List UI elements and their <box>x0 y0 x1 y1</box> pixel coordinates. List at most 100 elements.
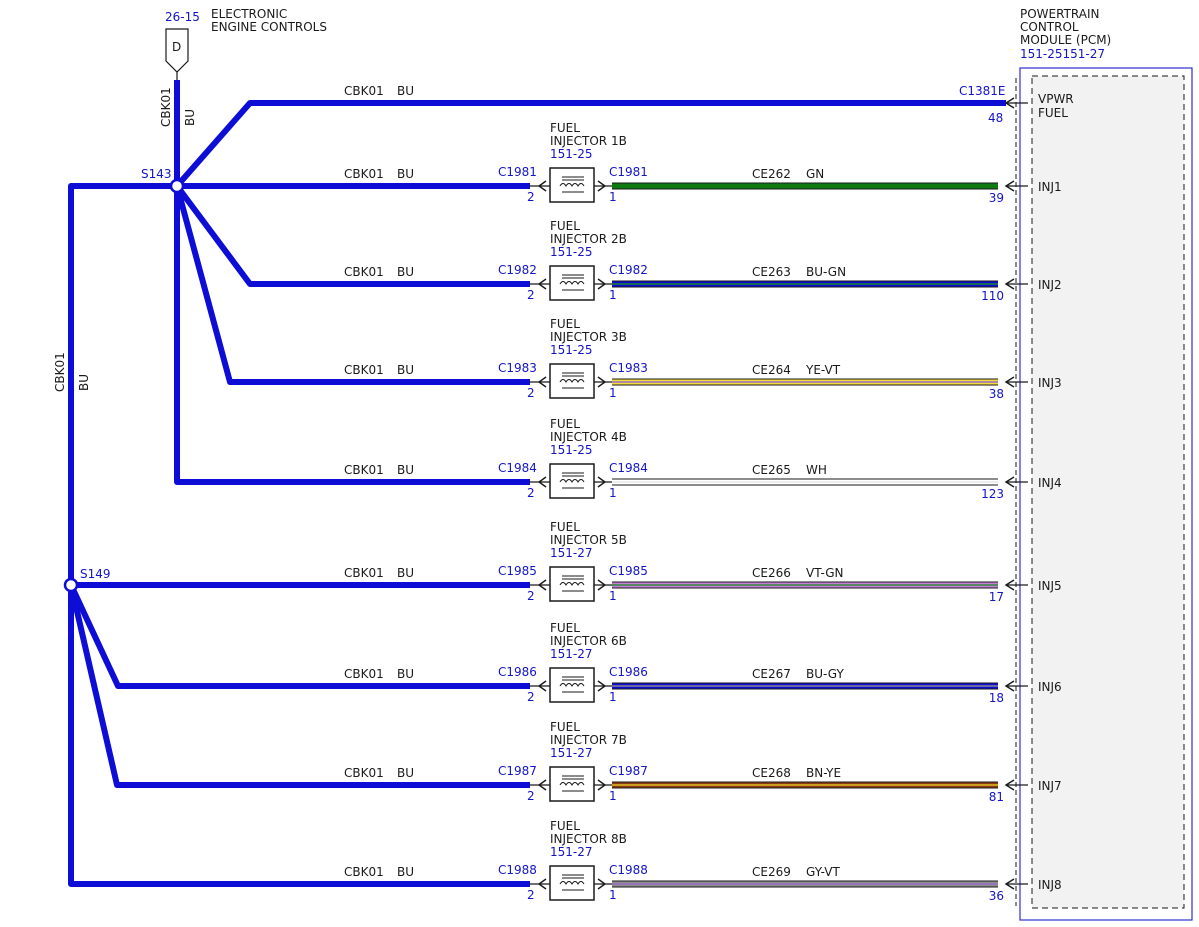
pcm-title-line3: MODULE (PCM) <box>1020 33 1111 47</box>
injector-6-ref[interactable]: 151-27 <box>550 647 593 661</box>
injector-5-signal-circuit: CE266 <box>752 566 791 580</box>
injector-5-name-line1: FUEL <box>550 520 580 534</box>
injector-1-connector-in[interactable]: C1981 <box>498 165 537 179</box>
injector-1-pcm-label: INJ1 <box>1038 180 1062 194</box>
injector-1-body[interactable] <box>549 167 595 203</box>
injector-2-body[interactable] <box>549 265 595 301</box>
injector-7-feed-circuit: CBK01 <box>344 766 384 780</box>
injector-3-name-line1: FUEL <box>550 317 580 331</box>
injector-7-pcm-label: INJ7 <box>1038 779 1062 793</box>
injector-3-ref[interactable]: 151-25 <box>550 343 593 357</box>
injector-8-pin-out: 1 <box>609 888 617 902</box>
source-ref[interactable]: 26-15 <box>165 10 200 24</box>
injector-3-pcm-pin: 38 <box>989 387 1004 401</box>
coil-winding <box>559 479 585 483</box>
injector-4-connector-in[interactable]: C1984 <box>498 461 537 475</box>
injector-5-pcm-label: INJ5 <box>1038 579 1062 593</box>
injector-3-signal-color: YE-VT <box>805 363 841 377</box>
wire-inj7-feed <box>68 584 530 788</box>
injector-7-ref[interactable]: 151-27 <box>550 746 593 760</box>
injector-5-pin-in: 2 <box>527 589 535 603</box>
injector-2-pin-out: 1 <box>609 288 617 302</box>
injector-7-connector-in[interactable]: C1987 <box>498 764 537 778</box>
splice-s143-dot[interactable] <box>169 178 185 194</box>
splice-s149-label[interactable]: S149 <box>80 567 111 581</box>
injector-7-name-line2: INJECTOR 7B <box>550 733 627 747</box>
injector-2-signal-circuit: CE263 <box>752 265 791 279</box>
injector-2-connector-out[interactable]: C1982 <box>609 263 648 277</box>
injector-8-ref[interactable]: 151-27 <box>550 845 593 859</box>
injector-6-signal-color: BU-GY <box>806 667 844 681</box>
injector-7-pcm-pin: 81 <box>989 790 1004 804</box>
injector-3-connector-in[interactable]: C1983 <box>498 361 537 375</box>
injector-1-coil-icon <box>559 176 585 193</box>
wire-inj4-feed <box>174 186 530 485</box>
coil-winding <box>559 881 585 885</box>
injector-8-body[interactable] <box>549 865 595 901</box>
injector-7-connector-out[interactable]: C1987 <box>609 764 648 778</box>
injector-3-coil-icon <box>559 372 585 389</box>
injector-1-ref[interactable]: 151-25 <box>550 147 593 161</box>
injector-1-name-line2: INJECTOR 1B <box>550 134 627 148</box>
injector-8-connector-out[interactable]: C1988 <box>609 863 648 877</box>
injector-8-name-line1: FUEL <box>550 819 580 833</box>
injector-2-connector-in[interactable]: C1982 <box>498 263 537 277</box>
injector-1-feed-color: BU <box>397 167 414 181</box>
injector-1-feed-circuit: CBK01 <box>344 167 384 181</box>
injector-2-feed-color: BU <box>397 265 414 279</box>
injector-6-body[interactable] <box>549 667 595 703</box>
trunk-top-circuit: CBK01 <box>159 87 173 127</box>
injector-6-connector-in[interactable]: C1986 <box>498 665 537 679</box>
source-connector-group: 26-15 ELECTRONIC ENGINE CONTROLS D <box>165 7 327 80</box>
injector-5-connector-in[interactable]: C1985 <box>498 564 537 578</box>
injector-8-connector-in[interactable]: C1988 <box>498 863 537 877</box>
injector-1-connector-out[interactable]: C1981 <box>609 165 648 179</box>
injector-3-body[interactable] <box>549 363 595 399</box>
splice-s149-dot[interactable] <box>63 577 79 593</box>
pcm-vpwr-label-line2: FUEL <box>1038 106 1068 120</box>
wire-vpwr-feed <box>174 100 1006 188</box>
injector-6-coil-icon <box>559 676 585 693</box>
injector-3-pin-in: 2 <box>527 386 535 400</box>
injector-6-signal-circuit: CE267 <box>752 667 791 681</box>
injector-8-signal-color: GY-VT <box>806 865 840 879</box>
splice-s143-label[interactable]: S143 <box>141 167 172 181</box>
injector-7-signal-color: BN-YE <box>806 766 841 780</box>
wire-inj3-feed <box>174 185 530 385</box>
injector-6-pin-in: 2 <box>527 690 535 704</box>
injector-6-name-line2: INJECTOR 6B <box>550 634 627 648</box>
injector-7-body[interactable] <box>549 766 595 802</box>
pcm-vpwr-label-line1: VPWR <box>1038 92 1074 106</box>
trunk-left-color: BU <box>77 374 91 391</box>
injector-3-pcm-label: INJ3 <box>1038 376 1062 390</box>
injector-1-signal-circuit: CE262 <box>752 167 791 181</box>
injector-4-pin-out: 1 <box>609 486 617 500</box>
pcm-ref[interactable]: 151-25151-27 <box>1020 47 1105 61</box>
injector-4-connector-out[interactable]: C1984 <box>609 461 648 475</box>
injector-2-pin-in: 2 <box>527 288 535 302</box>
injector-2-ref[interactable]: 151-25 <box>550 245 593 259</box>
injector-5-ref[interactable]: 151-27 <box>550 546 593 560</box>
source-connector-letter: D <box>172 40 181 54</box>
injector-6-connector-out[interactable]: C1986 <box>609 665 648 679</box>
injector-2-feed-circuit: CBK01 <box>344 265 384 279</box>
injector-4-signal-circuit: CE265 <box>752 463 791 477</box>
injector-2-name-line2: INJECTOR 2B <box>550 232 627 246</box>
injector-7-name-line1: FUEL <box>550 720 580 734</box>
injector-8-signal-circuit: CE269 <box>752 865 791 879</box>
pcm-vpwr-connector[interactable]: C1381E <box>959 84 1006 98</box>
injector-5-body[interactable] <box>549 566 595 602</box>
injector-4-ref[interactable]: 151-25 <box>550 443 593 457</box>
injector-2-coil-icon <box>559 274 585 291</box>
injector-5-feed-circuit: CBK01 <box>344 566 384 580</box>
injector-5-connector-out[interactable]: C1985 <box>609 564 648 578</box>
source-title-line1: ELECTRONIC <box>211 7 287 21</box>
injector-4-body[interactable] <box>549 463 595 499</box>
injector-5-feed-color: BU <box>397 566 414 580</box>
injector-3-connector-out[interactable]: C1983 <box>609 361 648 375</box>
